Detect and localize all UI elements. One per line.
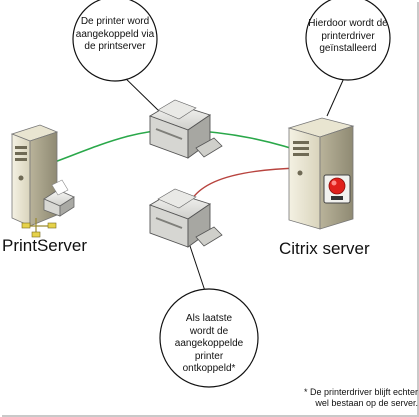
- bubble-top-left-line3: de printserver: [84, 41, 146, 52]
- printserver-label: PrintServer: [2, 236, 88, 255]
- printer-top-icon: [148, 99, 223, 159]
- bubble-bottom-line2: wordt de: [189, 325, 229, 337]
- bubble-bottom-line4: ontkoppeld*: [182, 363, 236, 374]
- bubble-top-left: [72, 0, 158, 82]
- bubble-top-left-line1: De printer word: [80, 16, 150, 27]
- bubble-top-right-line3: geïnstalleerd: [319, 43, 377, 54]
- bubble-bottom-line3: aangekoppelde printer: [174, 338, 244, 362]
- server-printer-icon: [43, 179, 75, 217]
- printer-bottom-icon: [148, 188, 223, 248]
- footnote-line2: wel bestaan op de server.: [315, 398, 418, 408]
- bubble-top-right: [305, 0, 391, 81]
- bubble-text-bottom: Als laatste wordt de aangekoppelde print…: [160, 313, 258, 376]
- footnote: * De printerdriver blijft echter wel bes…: [278, 387, 418, 409]
- bubble-bottom-line1: Als laatste: [185, 313, 233, 324]
- bubble-connector-top-right: [326, 77, 345, 117]
- printserver-icon: [10, 124, 59, 227]
- bubble-top-left-line2: aangekoppeld via: [75, 28, 155, 40]
- stop-icon: [323, 174, 351, 204]
- bubble-top-right-line1: Hierdoor wordt de: [308, 18, 388, 29]
- bubble-bottom: [159, 288, 259, 388]
- bubble-text-top-left: De printer word aangekoppeld via de prin…: [73, 16, 157, 54]
- citrix-server-icon: [287, 117, 355, 230]
- footnote-line1: * De printerdriver blijft echter: [303, 387, 418, 397]
- bubble-text-top-right: Hierdoor wordt de printerdriver geïnstal…: [302, 18, 394, 56]
- citrix-server-label: Citrix server: [279, 239, 370, 258]
- network-hub-icon: [21, 218, 57, 238]
- bubble-top-right-line2: printerdriver: [321, 30, 375, 42]
